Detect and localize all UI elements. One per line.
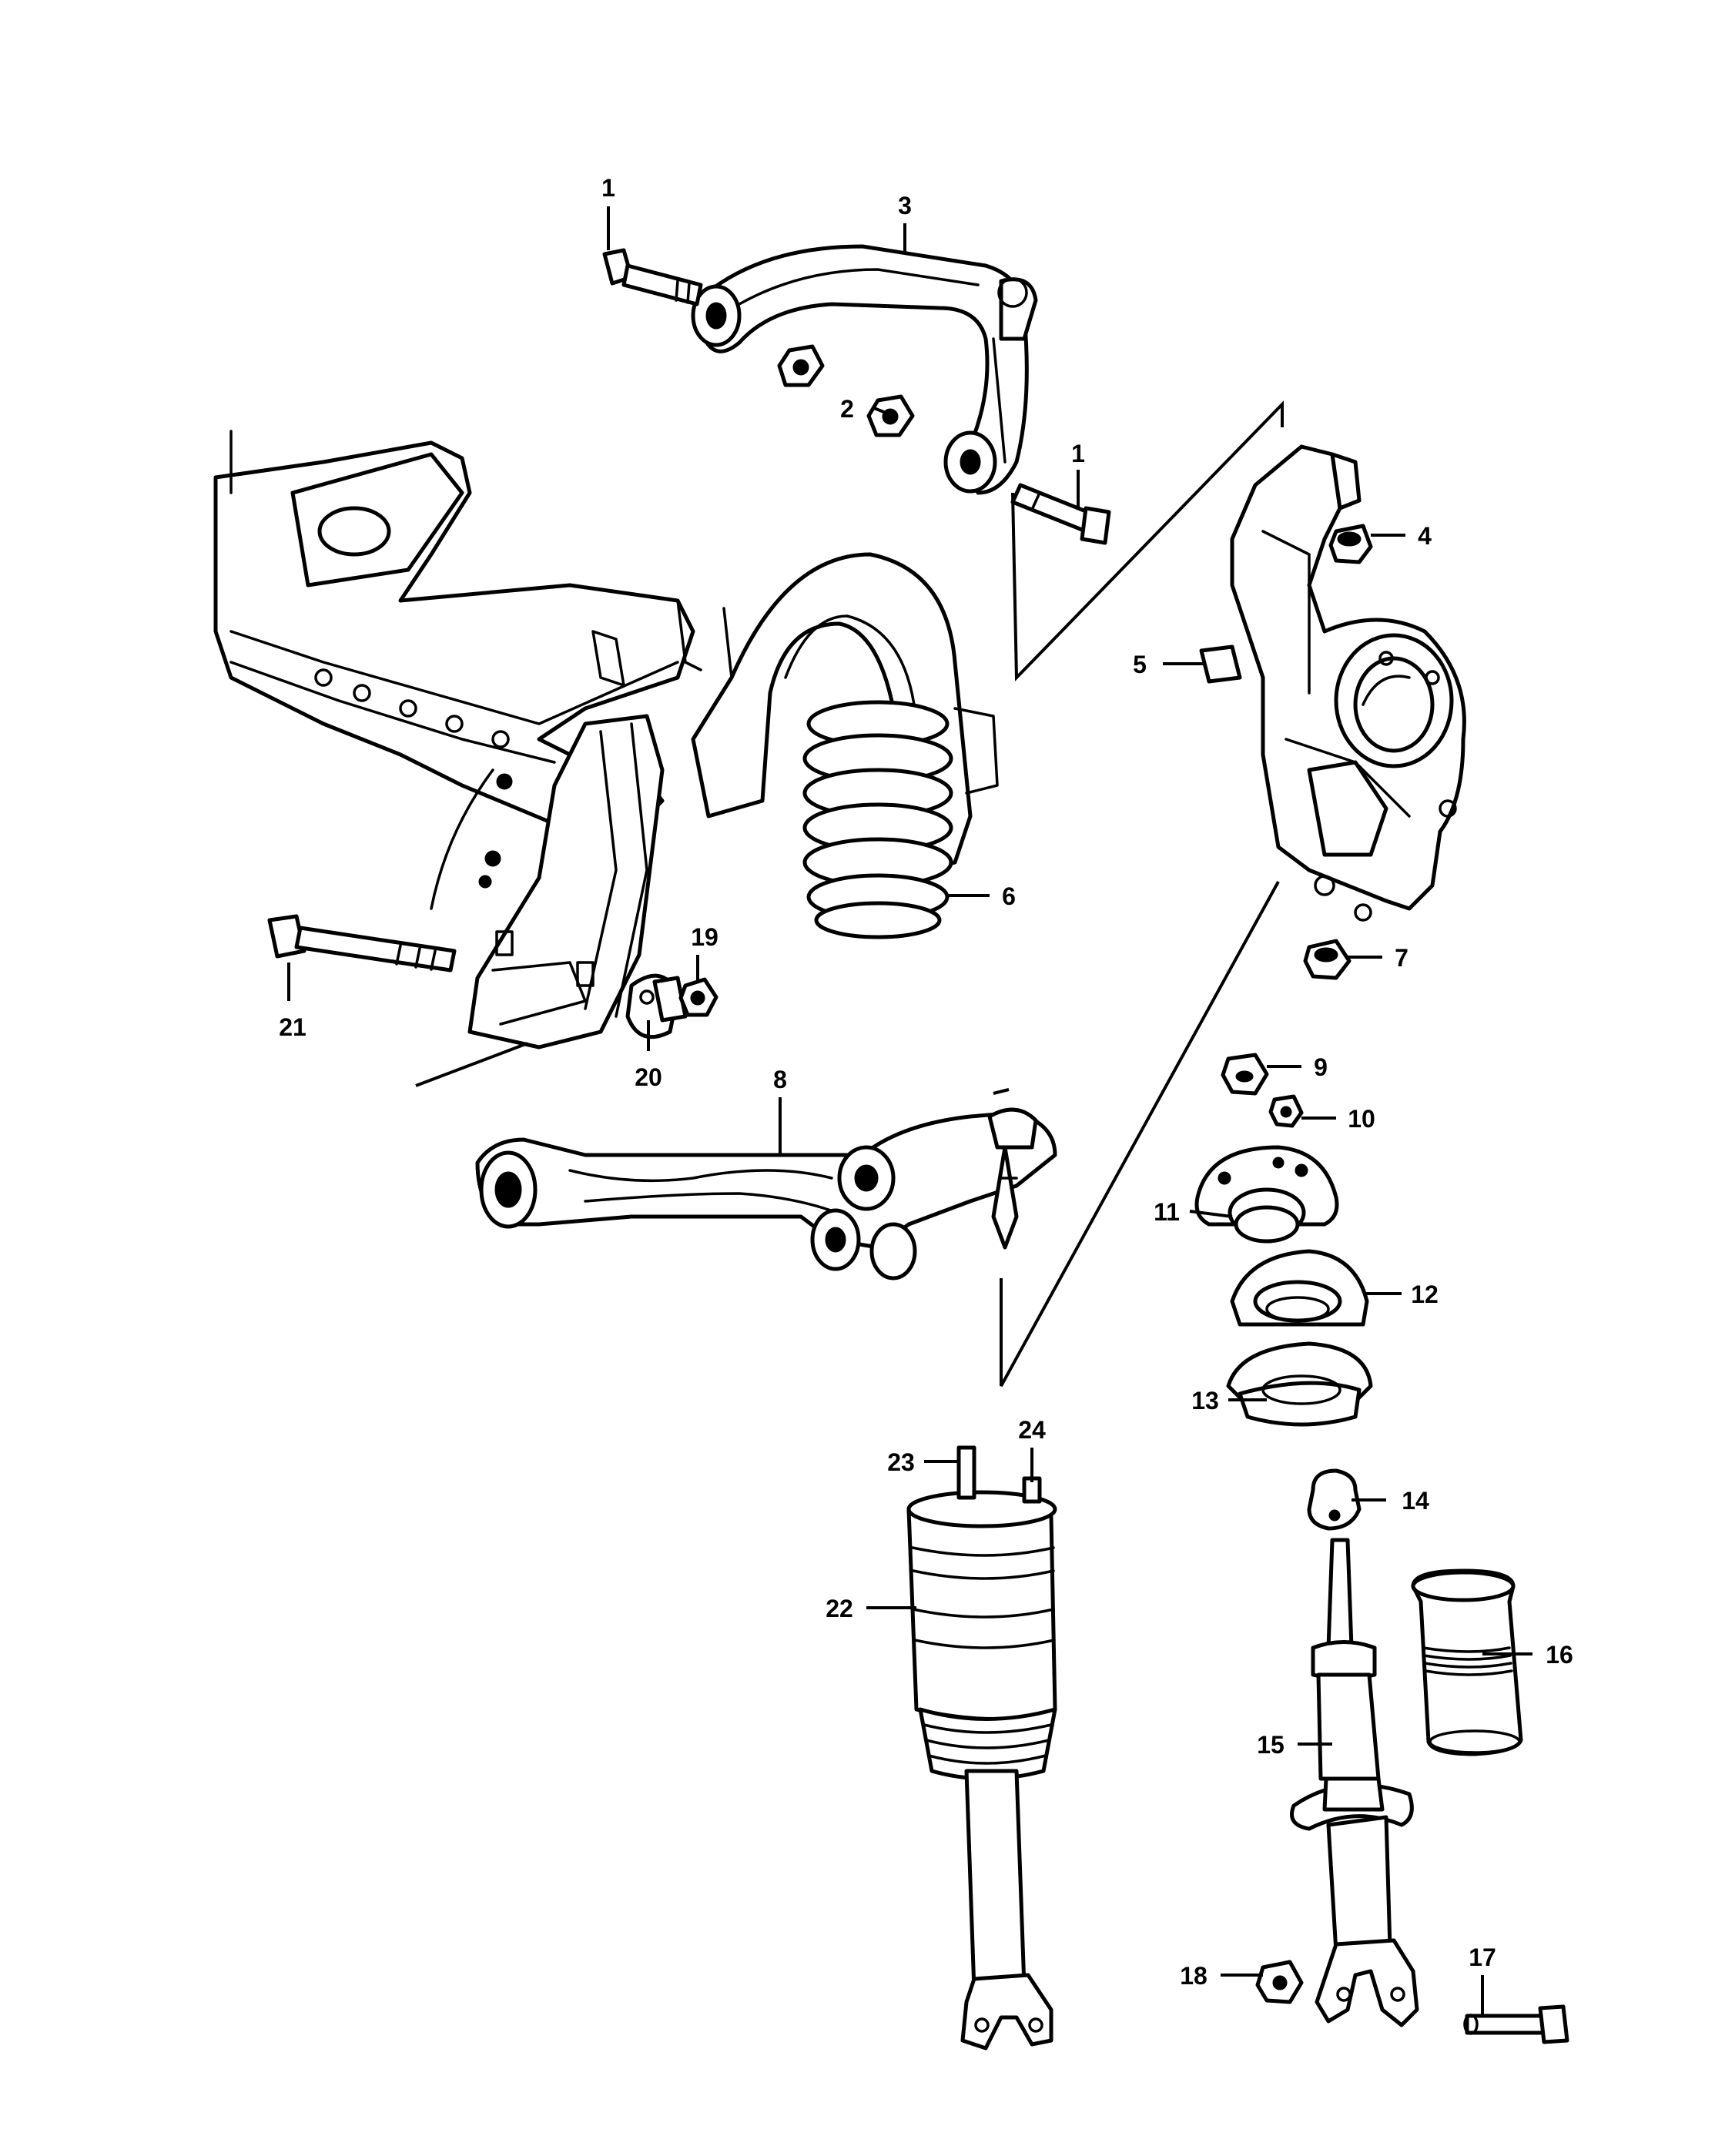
callout-2: 2 xyxy=(840,395,854,423)
callout-24: 24 xyxy=(1018,1416,1046,1444)
isolator-13 xyxy=(1226,1341,1373,1427)
callout-3: 3 xyxy=(898,192,912,219)
nut-upper-arm xyxy=(777,344,825,387)
callout-13: 13 xyxy=(1191,1387,1219,1414)
shock-absorber-15 xyxy=(1290,1538,1419,2027)
callout-21: 21 xyxy=(279,1013,306,1041)
callout-5: 5 xyxy=(1133,651,1147,678)
callout-12: 12 xyxy=(1411,1281,1439,1308)
assembly-lines xyxy=(415,400,1284,1387)
callout-6: 6 xyxy=(1002,882,1016,910)
bolt-17 xyxy=(1463,2004,1569,2044)
dust-boot-16 xyxy=(1411,1568,1523,1756)
bolt-21 xyxy=(267,914,457,973)
callout-1-upper-bolt: 1 xyxy=(601,174,615,202)
air-strut-22 xyxy=(906,1445,1057,2051)
callout-7: 7 xyxy=(1395,944,1408,972)
callout-23: 23 xyxy=(887,1448,915,1476)
callout-17: 17 xyxy=(1469,1943,1496,1971)
nut-10 xyxy=(1268,1094,1304,1128)
nut-18 xyxy=(1255,1960,1304,2004)
callout-19: 19 xyxy=(691,923,718,951)
callout-10: 10 xyxy=(1348,1105,1375,1133)
jounce-bumper-14 xyxy=(1307,1468,1362,1531)
callout-4: 4 xyxy=(1418,522,1432,550)
callout-14: 14 xyxy=(1402,1487,1429,1515)
callout-1-lower-bolt: 1 xyxy=(1071,440,1085,467)
callout-11: 11 xyxy=(1154,1198,1180,1226)
callout-8: 8 xyxy=(773,1066,787,1093)
upper-control-arm xyxy=(691,244,1038,495)
callout-22: 22 xyxy=(826,1595,853,1622)
nut-9 xyxy=(1221,1053,1269,1096)
nut-4 xyxy=(1328,524,1373,564)
bolt-upper-right xyxy=(1010,483,1111,545)
isolator-12 xyxy=(1230,1249,1369,1327)
coil-spring xyxy=(802,700,953,939)
steering-knuckle xyxy=(1199,444,1466,922)
nut-7 xyxy=(1303,939,1352,980)
bolt-upper-left xyxy=(602,248,703,306)
callout-labels: 1 1 2 3 4 5 6 7 8 9 10 11 12 13 14 15 16… xyxy=(279,174,1573,1990)
callout-leaders xyxy=(287,206,1532,2017)
callout-20: 20 xyxy=(635,1063,662,1091)
upper-mount-11 xyxy=(1194,1145,1339,1244)
callout-15: 15 xyxy=(1257,1731,1285,1759)
cam-washer-20 xyxy=(625,973,688,1040)
callout-9: 9 xyxy=(1314,1053,1328,1081)
callout-18: 18 xyxy=(1180,1962,1208,1990)
lower-control-arm xyxy=(475,1107,1057,1281)
callout-16: 16 xyxy=(1546,1641,1573,1669)
nut-19 xyxy=(678,977,718,1017)
